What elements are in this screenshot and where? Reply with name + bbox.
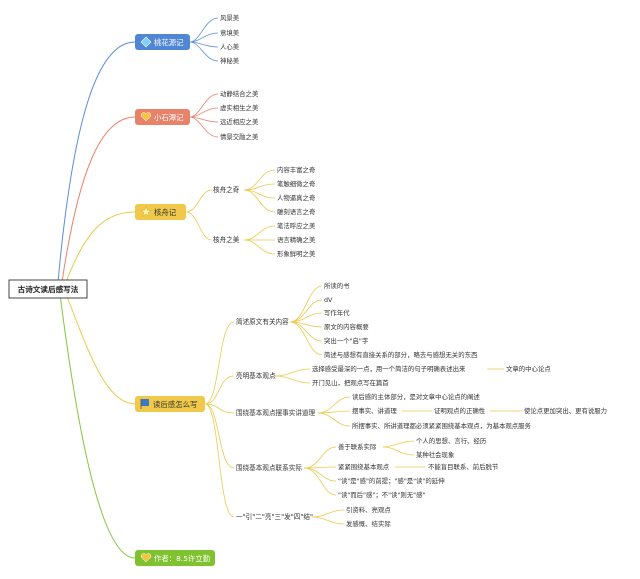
- leaf-b3-sub1-3: 雕刻语言之奇: [277, 207, 316, 216]
- leaf-b4-s3-c2b: 使论点更加突出、更有说服力: [524, 406, 607, 415]
- branch-label-b5: 作者：8.5许立勤: [154, 554, 210, 563]
- leaf-b3-sub1-0: 内容丰富之奇: [277, 165, 316, 174]
- root-node[interactable]: 古诗文读后感写法: [8, 279, 88, 299]
- leaf-b3-sub1-1: 笔触细微之奇: [277, 179, 316, 188]
- b3-sub1-label: 核舟之奇: [213, 185, 240, 194]
- leaf-b4-s1-1: dV: [324, 296, 333, 304]
- leaf-b4-s2-c2: 开门见山，把观点写在篇首: [312, 378, 389, 387]
- leaf-b4-s1-0: 所读的书: [324, 281, 350, 290]
- branch-node-b1[interactable]: 桃花源记: [135, 34, 190, 50]
- b1-children: 风景美 意境美 人心美 神秘美: [220, 13, 240, 65]
- branch-node-b2[interactable]: 小石潭记: [135, 109, 190, 125]
- leaf-b4-s4-c4: "读"而后"感"；不"读"则无"感": [338, 490, 425, 499]
- leaf-b4-s1-5: 简述与感想有直接关系的部分，略去与感想无关的东西: [324, 350, 477, 359]
- leaf-b4-s4-c2a: 不能盲目联系、前后脱节: [428, 462, 499, 471]
- leaf-b4-s4-c1b: 某种社会现象: [416, 450, 455, 459]
- branch-label-b3: 核舟记: [154, 208, 177, 217]
- b3-subtopics: 核舟之奇 核舟之美 内容丰富之奇 笔触细微之奇 人物逼真之奇 雕刻语言之奇 笔法…: [213, 165, 316, 258]
- heart-icon: [140, 553, 152, 563]
- leaf-b2-0: 动静结合之美: [220, 89, 259, 98]
- branch-node-b3[interactable]: 核舟记: [135, 204, 186, 220]
- leaf-b4-s4-c2: 紧紧围绕基本观点: [338, 462, 390, 471]
- leaf-b3-sub2-2: 形象鲜明之美: [277, 249, 316, 258]
- leaf-b3-sub2-1: 语言精确之美: [277, 235, 316, 244]
- leaf-b4-s4-c1: 善于联系实际: [338, 442, 377, 451]
- leaf-b2-1: 虚实相生之美: [220, 103, 259, 112]
- b4-s4-label: 围绕基本观点联系实际: [236, 463, 302, 472]
- branch-label-b1: 桃花源记: [154, 38, 184, 47]
- root-node-label: 古诗文读后感写法: [18, 284, 79, 294]
- leaf-b4-s1-4: 突出一个"启"字: [324, 336, 368, 345]
- b4-s3-label: 围绕基本观点摆事实讲道理: [236, 408, 316, 417]
- branch-connectors: [57, 17, 522, 559]
- leaf-b1-1: 意境美: [220, 28, 240, 37]
- leaf-b4-s2-c1: 选择感受最深的一点，用一个简洁的句子明确表述出来: [312, 364, 466, 373]
- heart-icon: [140, 112, 152, 122]
- b4-s2-label: 亮明基本观点: [236, 371, 276, 380]
- leaf-b2-2: 远近相应之美: [220, 117, 259, 126]
- branch-label-b2: 小石潭记: [154, 113, 184, 122]
- leaf-b3-sub2-0: 笔法呼应之美: [277, 221, 316, 230]
- branch-node-b4[interactable]: 读后感怎么写: [135, 396, 205, 412]
- leaf-b4-s3-c2a: 证明观点的正确性: [434, 406, 486, 415]
- blue-diamond-icon: [140, 36, 152, 48]
- leaf-b4-s5-1: 发感慨、结实际: [346, 519, 391, 528]
- branch-node-b5[interactable]: 作者：8.5许立勤: [135, 550, 215, 566]
- b4-s5-label: 一"引"二"亮"三"发"四"结": [236, 512, 313, 521]
- leaf-b1-2: 人心美: [220, 42, 240, 51]
- leaf-b4-s4-c1a: 个人的思想、言行、经历: [416, 436, 487, 445]
- leaf-b4-s3-c3: 所摆事实、所讲道理都必须紧紧围绕基本观点，为基本观点服务: [352, 421, 532, 430]
- star-icon: [140, 205, 152, 217]
- leaf-b4-s1-3: 原文的内容概要: [324, 322, 369, 331]
- leaf-b1-3: 神秘美: [220, 56, 240, 65]
- leaf-b4-s2-c1a: 文章的中心论点: [506, 364, 551, 373]
- leaf-b4-s4-c3: "读"是"感"的前提；"感"是"读"的延伸: [338, 476, 445, 485]
- leaf-b2-3: 情景交融之美: [220, 132, 259, 141]
- leaf-b3-sub1-2: 人物逼真之奇: [277, 193, 316, 202]
- b4-subtopics: 简述原文有关内容 所读的书 dV 写作年代 原文的内容概要 突出一个"启"字 简…: [236, 281, 607, 528]
- leaf-b1-0: 风景美: [220, 13, 240, 22]
- b4-s1-label: 简述原文有关内容: [236, 317, 289, 326]
- b3-sub2-label: 核舟之美: [213, 235, 240, 244]
- b2-children: 动静结合之美 虚实相生之美 远近相应之美 情景交融之美: [220, 89, 259, 141]
- leaf-b4-s3-c2: 摆事实、讲道理: [352, 406, 397, 415]
- leaf-b4-s5-0: 引资料、亮观点: [346, 505, 391, 514]
- branch-label-b4: 读后感怎么写: [153, 400, 197, 409]
- leaf-b4-s1-2: 写作年代: [324, 308, 350, 317]
- leaf-b4-s3-c1: 读后感的主体部分，是对文章中心论点的阐述: [352, 392, 480, 401]
- flag-icon: [140, 399, 149, 409]
